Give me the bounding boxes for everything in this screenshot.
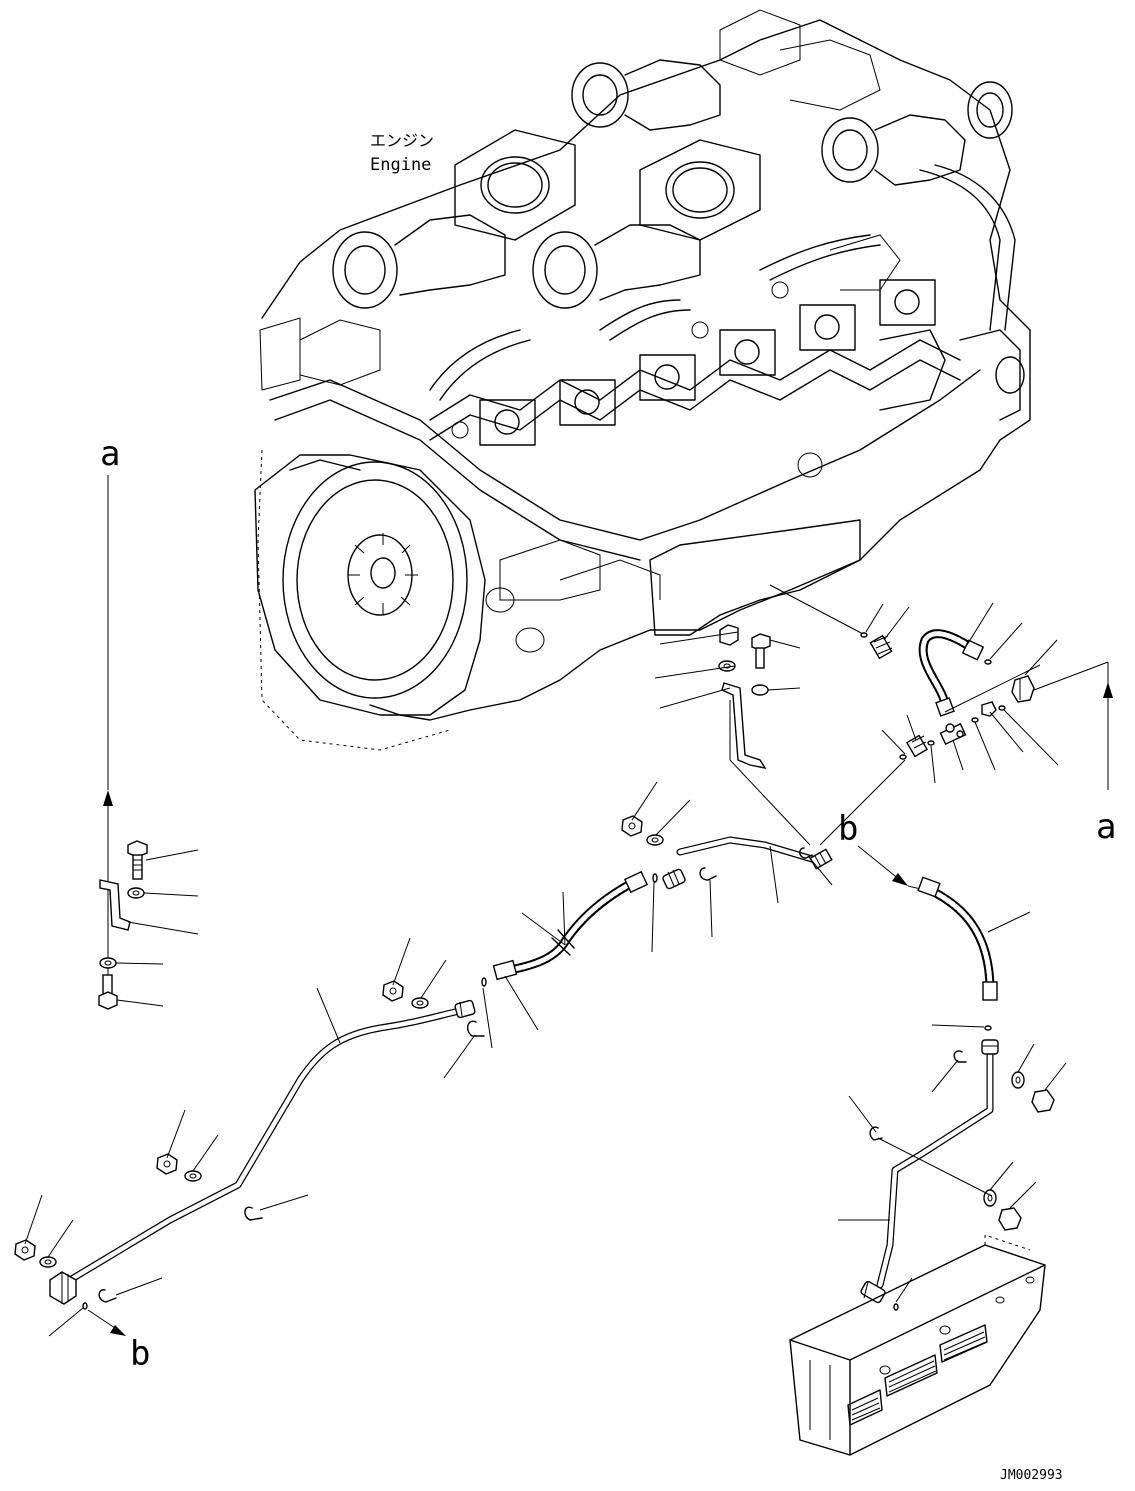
drawing-id: JM002993 — [1000, 1468, 1063, 1483]
clip-icon — [953, 1050, 967, 1063]
o-ring-icon — [984, 659, 992, 665]
o-ring-icon — [984, 1025, 992, 1031]
connector-label-a-left: a — [100, 434, 120, 474]
bolt-icon — [98, 974, 118, 1010]
connector-label-b-middle: b — [838, 809, 858, 849]
engine-label-jp: エンジン — [370, 131, 434, 150]
connector-icon — [1011, 675, 1035, 703]
clip-icon — [799, 847, 813, 859]
washer-icon — [184, 1170, 202, 1182]
bolt-icon — [127, 840, 148, 880]
nut-icon — [998, 1207, 1022, 1231]
o-ring-icon — [82, 1302, 88, 1310]
o-ring-icon — [998, 705, 1006, 711]
clamp-bracket — [721, 682, 767, 770]
washer-icon — [99, 957, 117, 969]
clip-icon — [466, 1020, 485, 1037]
hose-upper — [918, 629, 985, 717]
connector-a-right: a — [1096, 682, 1116, 847]
o-ring-icon — [899, 754, 907, 760]
bolt-icon — [751, 633, 771, 669]
o-ring-icon — [481, 977, 487, 987]
nut-icon — [1031, 1089, 1055, 1113]
bracket-assembly-left: a — [98, 434, 199, 1010]
pipe-section-middle — [481, 781, 833, 1049]
clip-icon — [98, 1289, 117, 1303]
washer-icon — [1011, 1071, 1025, 1089]
tee-fitting-icon — [939, 722, 967, 746]
washer-icon — [39, 1256, 57, 1268]
fittings-upper-right — [819, 602, 1109, 846]
adapter-icon — [869, 634, 893, 660]
engine-illustration — [254, 9, 1031, 751]
connector-b-left: b — [87, 1309, 150, 1374]
cooler-fins-icon — [847, 1324, 988, 1426]
plug-icon — [981, 701, 997, 717]
clip-icon — [869, 1126, 883, 1141]
o-ring-icon — [652, 873, 658, 883]
oil-cooler — [789, 1234, 1046, 1456]
clip-icon — [244, 1206, 263, 1221]
connector-b-middle: b — [838, 809, 926, 891]
clip-icon — [699, 867, 717, 881]
o-ring-icon — [927, 740, 935, 746]
washer-icon — [751, 684, 769, 696]
pipe-fitting-icon — [981, 1039, 999, 1055]
engine-label-en: Engine — [370, 155, 431, 175]
washer-icon — [411, 997, 429, 1009]
nut-icon — [719, 624, 739, 646]
washer-icon — [646, 834, 664, 846]
bracket-assembly-upper — [654, 584, 866, 846]
pipe-fitting-icon — [454, 999, 476, 1019]
o-ring-icon — [971, 717, 979, 723]
nut-icon — [621, 815, 643, 837]
pipe-section-right — [789, 876, 1067, 1456]
connector-label-a: a — [1096, 807, 1116, 847]
hose-clamp-icon — [551, 929, 575, 956]
o-ring-icon — [860, 632, 868, 638]
pipe-section-lower-left — [14, 937, 485, 1337]
adapter-icon — [905, 734, 929, 758]
connector-label-b-left: b — [130, 1334, 150, 1374]
elbow-fitting-icon — [49, 1271, 77, 1305]
pipe-fitting-icon — [662, 868, 686, 890]
clamp-bracket — [99, 879, 131, 931]
o-ring-icon — [893, 1303, 899, 1311]
pipe-fitting-icon — [809, 848, 833, 870]
washer-icon — [127, 887, 145, 899]
